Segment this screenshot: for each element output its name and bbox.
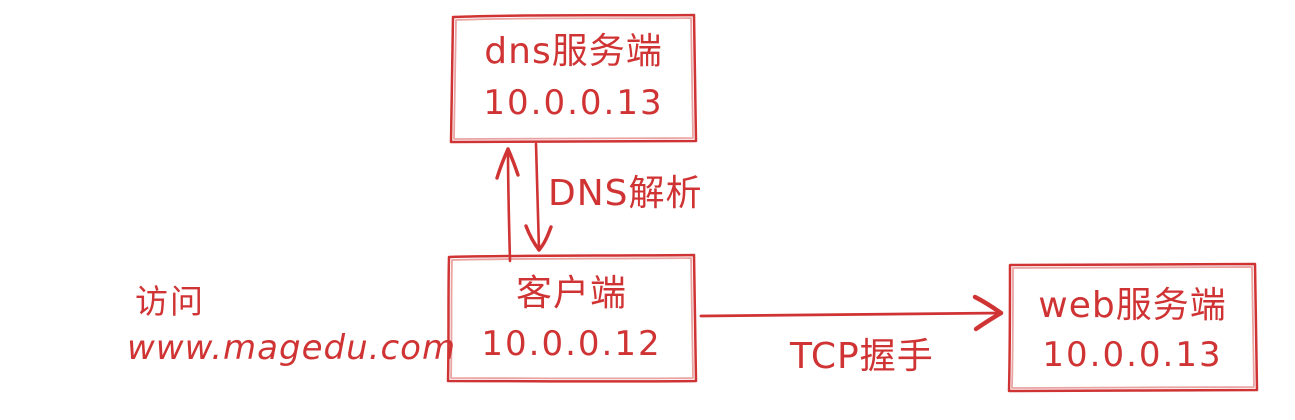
dns-response-arrow [524, 142, 553, 252]
access-annotation-line2: www.magedu.com [127, 328, 457, 368]
access-annotation-line1: 访问 [135, 282, 205, 321]
client-ip: 10.0.0.12 [481, 324, 662, 364]
dns-resolution-label: DNS解析 [548, 173, 703, 214]
dns-server-ip: 10.0.0.13 [483, 83, 664, 123]
dns-server-name: dns服务端 [484, 31, 663, 72]
web-server-name: web服务端 [1038, 285, 1227, 326]
web-server-ip: 10.0.0.13 [1042, 335, 1223, 375]
client-box [446, 253, 698, 383]
client-name: 客户端 [515, 273, 627, 314]
web-server-box [1007, 262, 1259, 393]
dns-request-arrow [495, 147, 520, 263]
dns-server-box [449, 13, 698, 144]
tcp-handshake-arrow [699, 294, 1004, 332]
tcp-handshake-label: TCP握手 [790, 336, 934, 377]
